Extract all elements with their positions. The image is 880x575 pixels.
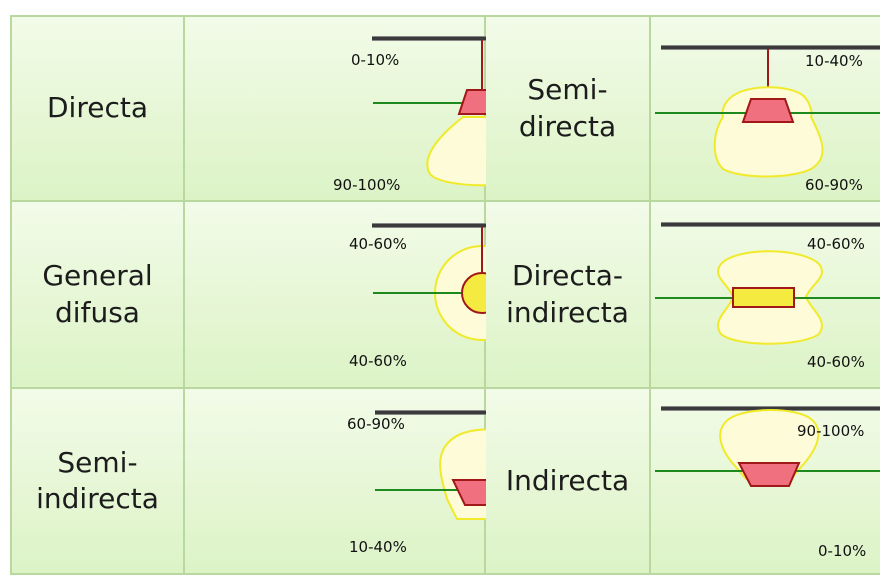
label-directa-indirecta: Directa- indirecta	[486, 202, 651, 389]
diagram-general-difusa	[185, 202, 486, 389]
light-distribution	[713, 86, 824, 178]
luminaire	[461, 272, 486, 314]
diagram-directa-indirecta	[651, 202, 880, 389]
light-distribution	[719, 409, 820, 480]
ceiling	[661, 407, 880, 410]
label-text: Semi- indirecta	[36, 445, 159, 515]
ceiling	[372, 224, 486, 227]
label-text: General difusa	[42, 259, 153, 329]
ceiling	[661, 46, 880, 49]
luminaire	[737, 462, 801, 487]
light-distribution	[426, 116, 486, 187]
label-semi-indirecta: Semi- indirecta	[10, 389, 185, 575]
label-text: Semi- directa	[518, 73, 617, 143]
luminaire	[457, 89, 486, 115]
label-text: Directa	[47, 91, 148, 125]
label-text: Indirecta	[505, 463, 630, 497]
lighting-classification-table: Directa Semi- directa General difusa	[10, 15, 880, 575]
diagram-indirecta	[651, 389, 880, 575]
label-semi-directa: Semi- directa	[486, 15, 651, 202]
diagram-directa	[185, 15, 486, 202]
label-general-difusa: General difusa	[10, 202, 185, 389]
luminaire	[451, 479, 486, 506]
label-directa: Directa	[10, 15, 185, 202]
ceiling	[372, 37, 486, 40]
ceiling	[375, 411, 486, 414]
luminaire	[741, 98, 795, 123]
label-text: Directa- indirecta	[506, 259, 629, 329]
label-indirecta: Indirecta	[486, 389, 651, 575]
diagram-semi-indirecta	[185, 389, 486, 575]
diagram-semi-directa	[651, 15, 880, 202]
luminaire	[732, 287, 795, 308]
ceiling	[661, 223, 880, 226]
